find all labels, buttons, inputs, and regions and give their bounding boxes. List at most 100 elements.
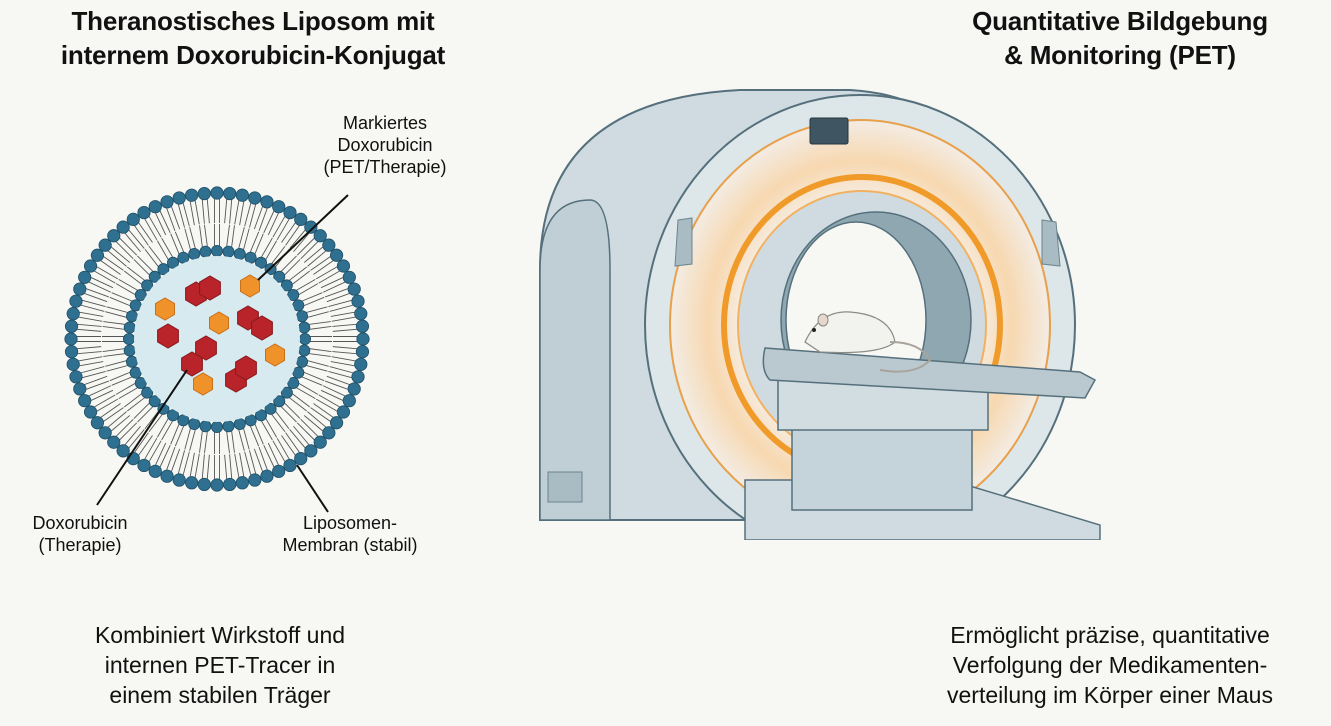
lipid-head <box>248 473 262 487</box>
lipid-head <box>294 451 308 466</box>
lipid-head <box>355 319 370 333</box>
lipid-head <box>73 282 87 296</box>
marked-doxorubicin-molecule <box>155 297 175 321</box>
label-line: Markiertes <box>342 113 427 133</box>
lipid-head <box>283 458 297 473</box>
lipid-head <box>322 238 336 252</box>
doxorubicin-molecule <box>157 323 179 349</box>
liposome-caption: Kombiniert Wirkstoff und internen PET-Tr… <box>30 620 410 710</box>
lipid-head <box>210 478 224 492</box>
label-membrane: Liposomen- Membran (stabil) <box>250 512 450 556</box>
lipid-head <box>137 458 151 473</box>
patient-table <box>762 347 1097 399</box>
lipid-head <box>172 473 186 487</box>
callout-line-membrane <box>296 464 329 513</box>
lipid-head <box>134 376 147 389</box>
lipid-head <box>166 409 179 422</box>
lipid-head <box>69 294 83 308</box>
pet-scanner-illustration <box>539 89 1101 540</box>
doxorubicin-molecule <box>199 275 221 301</box>
caption-line: internen PET-Tracer in <box>104 652 336 678</box>
label-line: Doxorubicin <box>337 135 433 155</box>
lipid-head <box>185 188 199 202</box>
lipid-head <box>64 332 78 346</box>
title-line: & Monitoring (PET) <box>1004 40 1236 70</box>
lipid-head <box>137 205 151 220</box>
pet-panel-title: Quantitative Bildgebung & Monitoring (PE… <box>900 4 1331 72</box>
lipid-head <box>210 420 223 433</box>
lipid-head <box>116 444 130 458</box>
lipid-head <box>272 200 286 214</box>
scanner-display <box>809 117 849 145</box>
lipid-head <box>233 418 246 431</box>
lipid-head <box>298 332 311 345</box>
lipid-head <box>322 426 336 440</box>
doxorubicin-molecule <box>235 355 257 381</box>
lipid-head <box>235 476 249 490</box>
lipid-head <box>355 345 370 359</box>
pet-caption: Ermöglicht präzise, quantitative Verfolg… <box>895 620 1325 710</box>
lipid-head <box>185 476 199 490</box>
lipid-head <box>90 416 105 430</box>
lipid-head <box>64 319 79 333</box>
lipid-head <box>141 386 154 399</box>
marked-doxorubicin-molecule <box>193 372 213 396</box>
lipid-head <box>141 279 154 292</box>
lipid-head <box>347 282 361 296</box>
lipid-head <box>351 370 365 384</box>
lipid-head <box>254 409 267 422</box>
lipid-head <box>223 186 237 201</box>
caption-line: Verfolgung der Medikamenten- <box>952 652 1268 678</box>
lipid-head <box>188 247 201 260</box>
lipid-head <box>304 444 318 458</box>
lipid-head <box>83 405 98 419</box>
lipid-head <box>356 332 370 346</box>
label-line: Doxorubicin <box>32 513 128 533</box>
lipid-head <box>172 191 186 205</box>
lipid-head <box>351 294 365 308</box>
lipid-head <box>78 270 92 284</box>
lipid-head <box>304 220 318 234</box>
marked-doxorubicin-molecule <box>265 343 285 367</box>
callout-line-doxorubicin <box>96 369 188 506</box>
lipid-head <box>66 357 80 371</box>
liposome-panel-title: Theranostisches Liposom mit internem Dox… <box>18 4 488 72</box>
lipid-head <box>260 469 274 483</box>
lipid-head <box>313 229 327 243</box>
lipid-head <box>248 191 262 205</box>
doxorubicin-molecule <box>251 315 273 341</box>
lipid-head <box>160 469 174 483</box>
marked-doxorubicin-molecule <box>209 311 229 335</box>
lipid-head <box>283 205 297 220</box>
lipid-head <box>233 247 246 260</box>
lipid-head <box>148 200 162 214</box>
mouse-icon <box>804 311 932 373</box>
caption-line: Ermöglicht präzise, quantitative <box>950 622 1270 648</box>
lipid-head <box>336 405 351 419</box>
lipid-head <box>260 195 274 209</box>
lipid-head <box>78 394 92 408</box>
lipid-head <box>188 418 201 431</box>
lipid-head <box>210 186 224 200</box>
lipid-head <box>107 229 121 243</box>
lipid-head <box>313 435 327 449</box>
title-line: internem Doxorubicin-Konjugat <box>60 40 446 70</box>
lipid-head <box>296 355 309 368</box>
lipid-bilayer-membrane <box>64 186 370 492</box>
lipid-head <box>296 310 309 323</box>
lipid-head <box>123 321 136 334</box>
label-doxorubicin: Doxorubicin (Therapie) <box>10 512 150 556</box>
label-marked-doxorubicin: Markiertes Doxorubicin (PET/Therapie) <box>285 112 485 178</box>
lipid-head <box>298 344 311 357</box>
lipid-head <box>329 416 344 430</box>
lipid-head <box>126 212 140 227</box>
lipid-head <box>199 420 212 433</box>
lipid-head <box>123 344 136 357</box>
doxorubicin-molecule <box>195 335 217 361</box>
lipid-head <box>264 402 277 415</box>
liposome-diagram <box>64 186 370 513</box>
lipid-head <box>347 382 361 396</box>
lipid-head <box>90 248 105 262</box>
lipid-head <box>222 245 235 258</box>
lipid-head <box>235 188 249 202</box>
